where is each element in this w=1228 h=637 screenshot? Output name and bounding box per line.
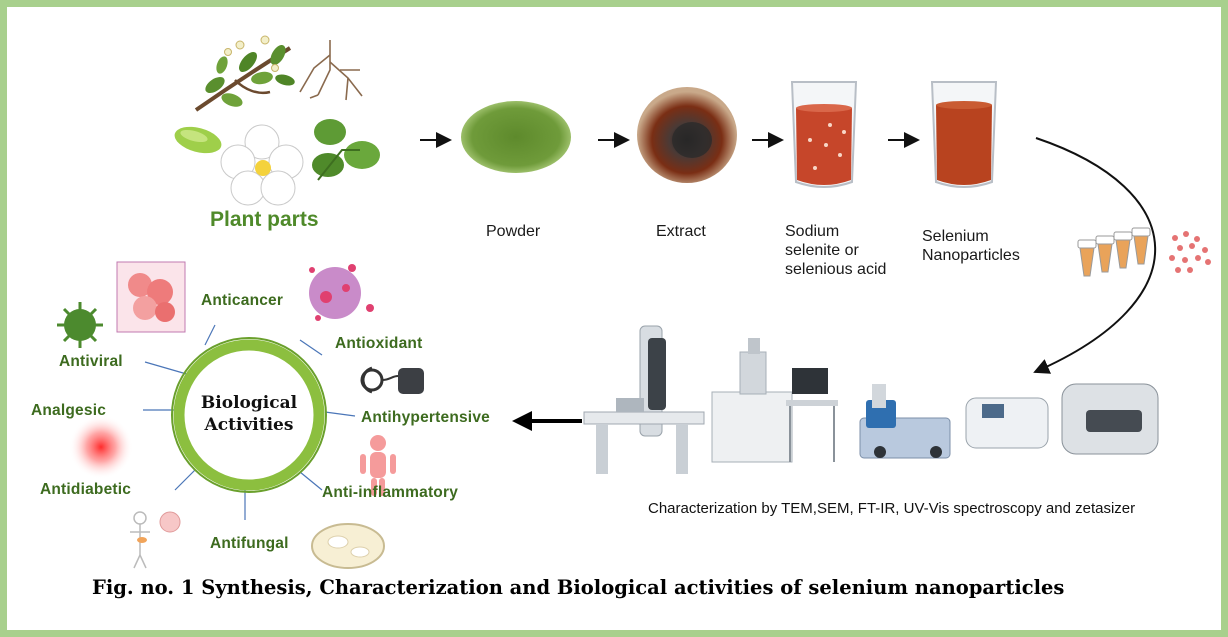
powder-image [461, 101, 571, 173]
powder-label: Powder [486, 223, 541, 240]
sem-instrument [711, 338, 838, 463]
activities-ring [173, 339, 325, 491]
tem-instrument [583, 325, 705, 474]
biological-label-line1: Biological [200, 393, 298, 413]
extract-dish-image [637, 87, 737, 183]
sodium-selenite-beaker [790, 81, 858, 188]
activity-anti-inflammatory: Anti-inflammatory [322, 484, 459, 501]
nanoparticles-icon [1169, 231, 1211, 273]
sodium-label-line1: Sodium [785, 223, 840, 240]
characterization-label: Characterization by TEM,SEM, FT-IR, UV-V… [648, 500, 1136, 517]
flower-illustration [220, 124, 304, 206]
plant-branch-illustration [194, 35, 295, 112]
oxidized-cell-icon [309, 264, 374, 321]
biological-label-line2: Activities [204, 415, 294, 435]
plant-parts-label: Plant parts [210, 208, 319, 231]
uv-vis-spectrometer [965, 397, 1049, 449]
activity-connectors [143, 324, 356, 520]
extract-label: Extract [656, 223, 706, 240]
root-illustration [299, 40, 363, 101]
leaf-illustration [312, 119, 380, 181]
activities-ring-outline [171, 337, 327, 493]
cancer-cells-icon [116, 261, 186, 333]
activity-antiviral: Antiviral [59, 353, 123, 370]
curved-arrow-to-characterization [1033, 137, 1157, 374]
selenium-label-line1: Selenium [922, 228, 989, 245]
sodium-label-line2: selenite or [785, 242, 859, 259]
ftir-instrument [859, 384, 951, 459]
sodium-label-line3: selenious acid [785, 261, 887, 278]
body-pancreas-icon [130, 511, 181, 569]
virus-icon [57, 302, 103, 348]
activity-analgesic: Analgesic [31, 402, 107, 419]
petri-dish-icon [311, 523, 385, 569]
activity-anticancer: Anticancer [201, 292, 284, 309]
figure-caption: Fig. no. 1 Synthesis, Characterization a… [92, 576, 1065, 599]
zetasizer-instrument [1061, 383, 1159, 455]
sample-tubes-icon [1077, 227, 1151, 277]
seed-pod-illustration [174, 126, 222, 154]
activity-antioxidant: Antioxidant [335, 335, 423, 352]
blood-pressure-monitor-icon [360, 366, 424, 394]
activity-antidiabetic: Antidiabetic [40, 481, 132, 498]
inflamed-body-icon [360, 435, 396, 496]
pain-spot-icon [69, 415, 133, 479]
activity-antifungal: Antifungal [210, 535, 289, 552]
activity-antihypertensive: Antihypertensive [361, 409, 490, 426]
selenium-label-line2: Nanoparticles [922, 247, 1020, 264]
arrow-to-biological-activities [512, 411, 582, 431]
selenium-nanoparticles-beaker [930, 81, 998, 188]
